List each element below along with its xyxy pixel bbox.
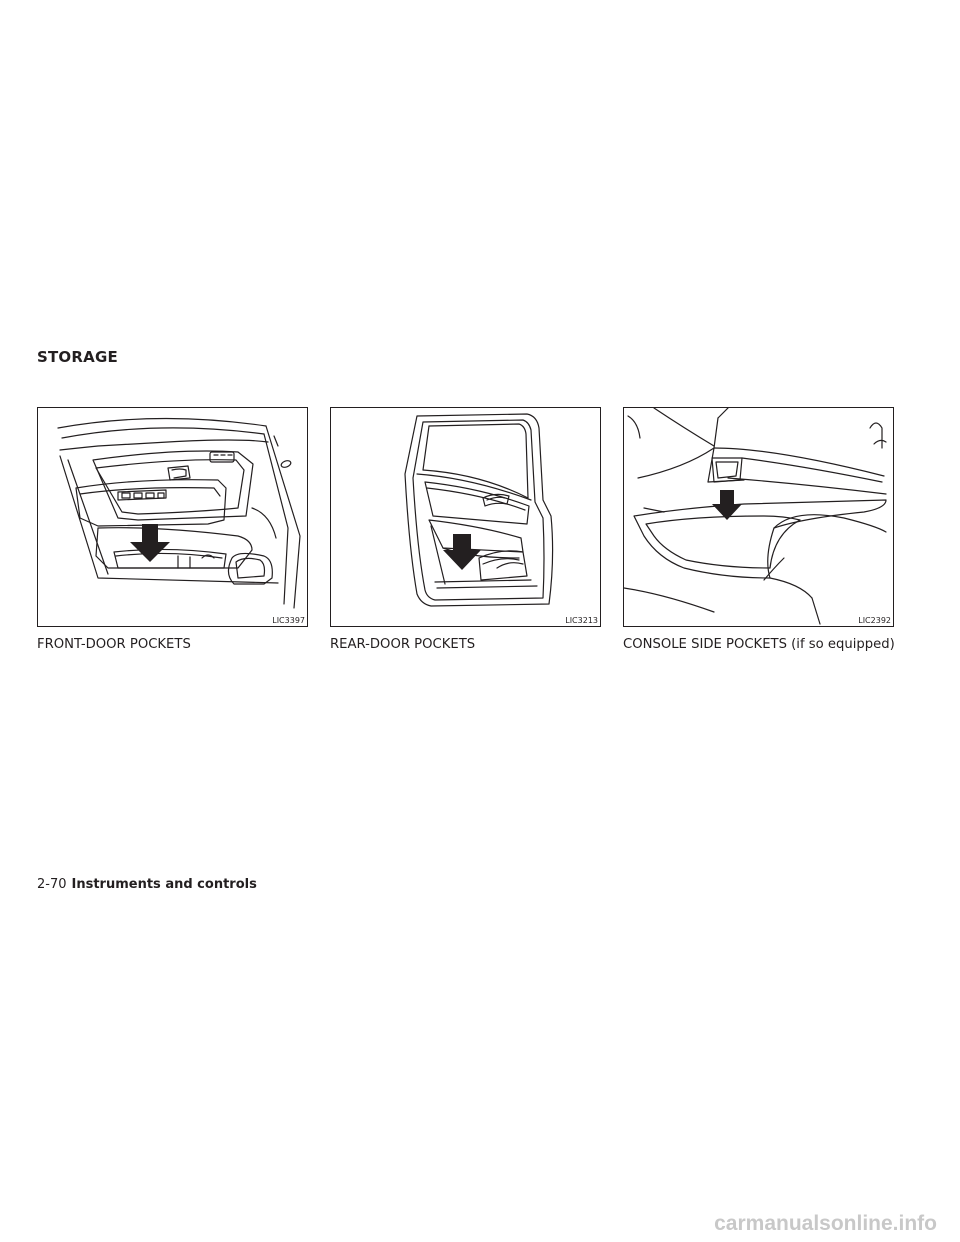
front-door-pocket-illustration	[57, 417, 301, 609]
section-title: STORAGE	[37, 348, 118, 366]
figure-code: LIC2392	[858, 616, 891, 625]
figure-front-door-pockets: LIC3397	[37, 407, 308, 627]
figure-rear-door-pockets: LIC3213	[330, 407, 601, 627]
figure-caption: FRONT-DOOR POCKETS	[37, 637, 191, 652]
figure-console-side-pockets: LIC2392	[623, 407, 894, 627]
page-footer: 2-70 Instruments and controls	[37, 877, 257, 893]
page-number: 2-70	[37, 877, 67, 892]
watermark: carmanualsonline.info	[714, 1212, 937, 1235]
figure-code: LIC3213	[565, 616, 598, 625]
figure-code: LIC3397	[272, 616, 305, 625]
chapter-title: Instruments and controls	[71, 877, 257, 892]
console-side-pocket-illustration	[624, 408, 887, 625]
rear-door-pocket-illustration	[404, 413, 554, 607]
figure-caption: CONSOLE SIDE POCKETS (if so equipped)	[623, 637, 895, 652]
figure-caption: REAR-DOOR POCKETS	[330, 637, 476, 652]
